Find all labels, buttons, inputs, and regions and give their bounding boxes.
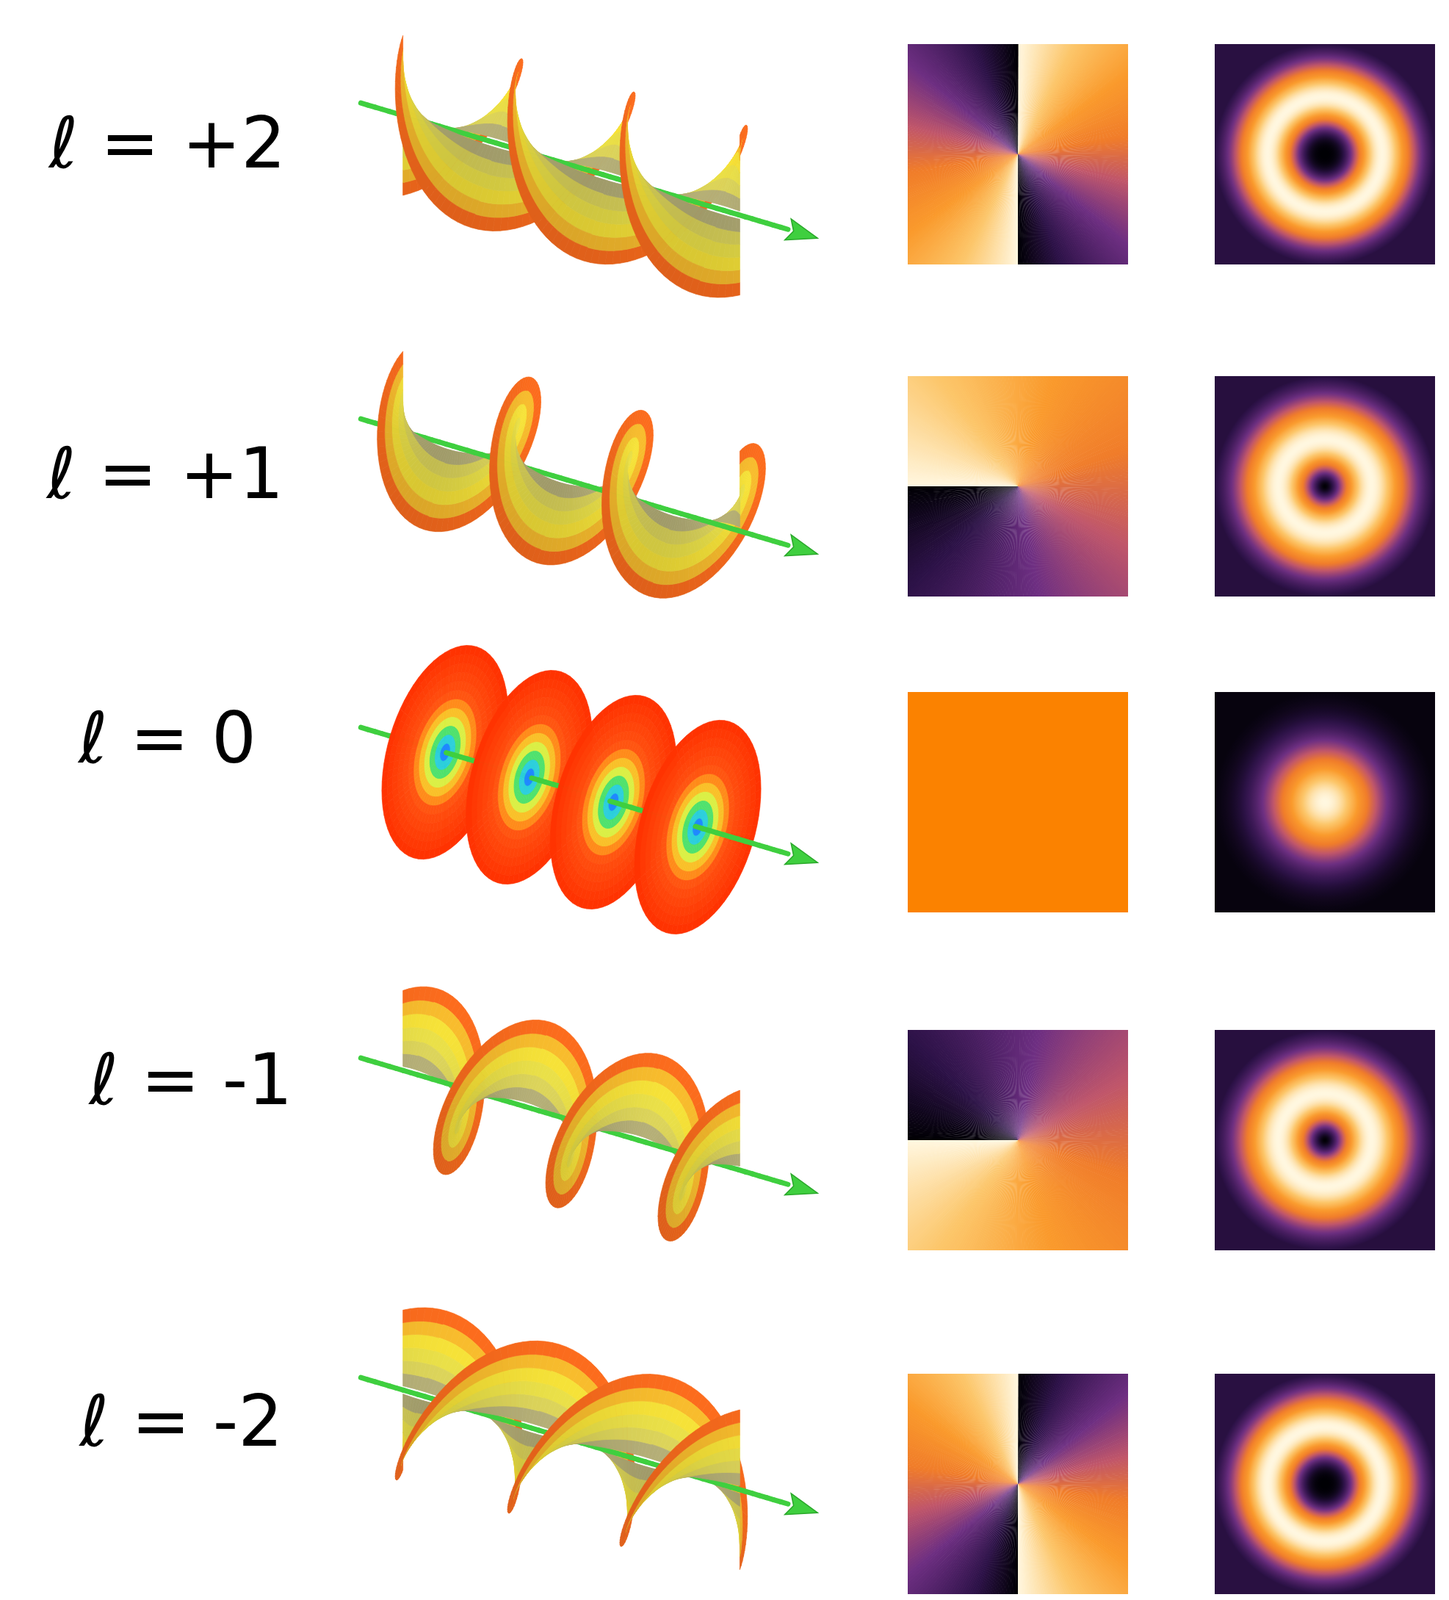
wavefront-piece [736, 196, 740, 211]
wavefront-piece [732, 282, 740, 296]
wavefront-piece [508, 190, 515, 204]
wavefront-figure [360, 35, 818, 298]
wavefront-piece [737, 184, 740, 200]
wavefront-piece [515, 201, 523, 216]
phase-map [797, 265, 1239, 707]
wavefront-piece [627, 247, 635, 262]
wavefront-piece [522, 212, 531, 227]
wavefront-piece [403, 168, 410, 183]
wavefront-piece [515, 214, 523, 229]
wavefront-piece [780, 226, 789, 230]
wavefront-piece [732, 269, 740, 284]
wavefront-piece [627, 235, 634, 249]
wavefront-piece [403, 181, 411, 196]
wavefront-piece [735, 231, 740, 245]
wavefront-piece [735, 218, 740, 232]
wavefront-piece [634, 245, 643, 260]
wavefront-piece [508, 203, 515, 218]
intensity-ring [1214, 44, 1436, 265]
wavefront-piece [619, 248, 628, 263]
intensity-map [1214, 44, 1436, 265]
wavefront-piece [733, 257, 740, 271]
wavefront-piece [620, 236, 628, 251]
wavefront-piece [507, 215, 515, 230]
wavefront-piece [409, 179, 418, 194]
phase-map [797, 0, 1239, 375]
wavefront-piece [621, 223, 628, 238]
